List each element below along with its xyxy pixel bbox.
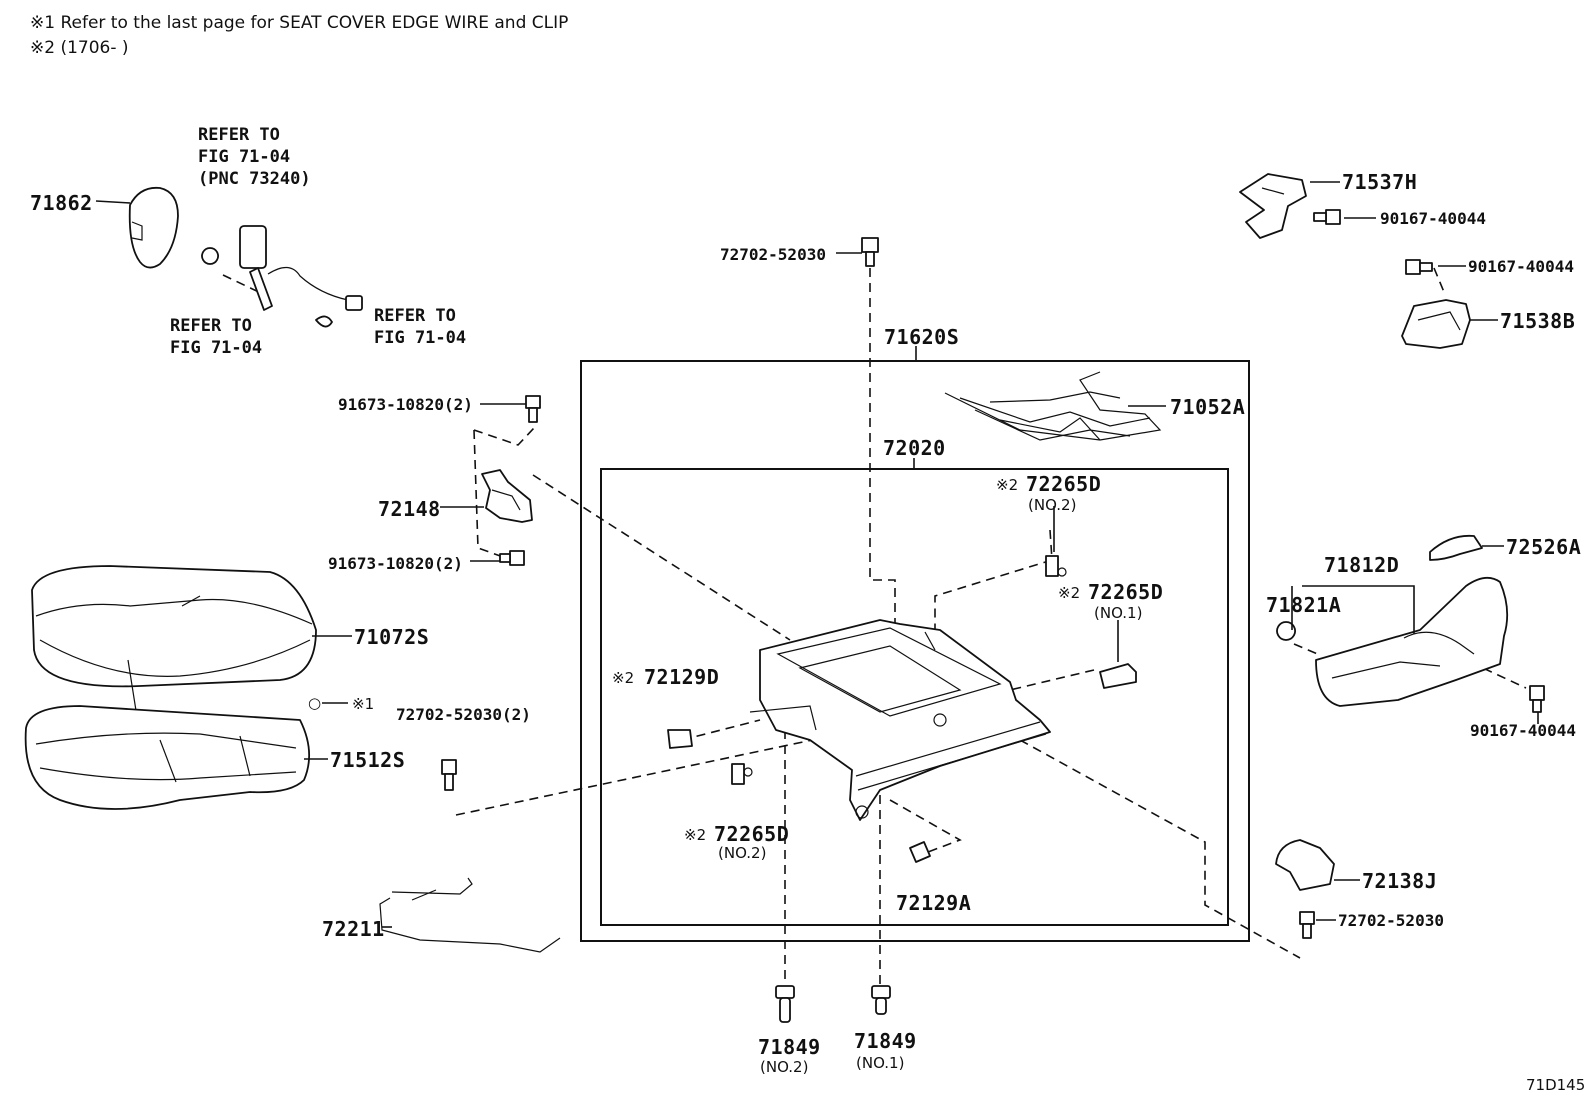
- ref-belt-1: REFER TO: [198, 125, 280, 145]
- marker-2-72129D: ※2: [612, 669, 634, 687]
- leader-lines: [95, 181, 1539, 928]
- label-72265D-no2-bottom: 72265D: [714, 822, 789, 846]
- label-90167-c: 90167-40044: [1470, 721, 1576, 740]
- knob-72526A[interactable]: [1429, 534, 1483, 561]
- label-72265D-no1-sub: (NO.1): [1094, 604, 1142, 622]
- note-production-date: ※2 (1706- ): [30, 38, 129, 58]
- label-72265D-no2-top-sub: (NO.2): [1028, 496, 1076, 514]
- label-71072S: 71072S: [354, 625, 429, 649]
- seat-spring-71052A[interactable]: [944, 371, 1162, 441]
- label-71862: 71862: [30, 191, 93, 215]
- headrest-cover-71862[interactable]: [128, 186, 179, 269]
- screw-90167-c[interactable]: [1529, 685, 1545, 713]
- label-71849-no1: 71849: [854, 1029, 917, 1053]
- pin-71849-no2[interactable]: [775, 985, 795, 1023]
- label-91673-bottom: 91673-10820(2): [328, 554, 463, 573]
- ref-bolt-2: FIG 71-04: [170, 338, 262, 358]
- marker-2-72265D-no1: ※2: [1058, 584, 1080, 602]
- pin-71849-no1[interactable]: [871, 985, 891, 1015]
- label-71538B: 71538B: [1500, 309, 1575, 333]
- label-71812D: 71812D: [1324, 553, 1399, 577]
- seat-belt-buckle[interactable]: [201, 225, 363, 328]
- bolt-72702-52030-left[interactable]: [441, 759, 457, 791]
- label-72211: 72211: [322, 917, 385, 941]
- label-90167-a: 90167-40044: [1380, 209, 1486, 228]
- diagram-id: 71D145: [1526, 1076, 1585, 1094]
- label-71052A: 71052A: [1170, 395, 1245, 419]
- label-72702-52030-2: 72702-52030(2): [396, 705, 531, 724]
- seat-frame-72020[interactable]: [749, 619, 1051, 821]
- label-71849-no1-sub: (NO.1): [856, 1054, 904, 1072]
- label-edge-wire-note: ※1: [352, 695, 374, 713]
- ref-conn-2: FIG 71-04: [374, 328, 466, 348]
- clip-72265D-no2-top[interactable]: [1045, 555, 1067, 577]
- marker-2-72265D-bottom: ※2: [684, 826, 706, 844]
- assembly-box-71620S: [580, 360, 1250, 942]
- label-72265D-no2-top: 72265D: [1026, 472, 1101, 496]
- label-72138J: 72138J: [1362, 869, 1437, 893]
- label-72148: 72148: [378, 497, 441, 521]
- ref-conn-1: REFER TO: [374, 306, 456, 326]
- label-71821A: 71821A: [1266, 593, 1341, 617]
- bolt-72702-52030-right[interactable]: [1299, 911, 1315, 939]
- seat-cover-71512S[interactable]: [24, 705, 311, 810]
- label-91673-top: 91673-10820(2): [338, 395, 473, 414]
- cover-71537H[interactable]: [1239, 173, 1307, 239]
- marker-2-72265D-top: ※2: [996, 476, 1018, 494]
- clip-72265D-no1[interactable]: [1099, 663, 1137, 689]
- ref-bolt-1: REFER TO: [170, 316, 252, 336]
- wire-72211[interactable]: [379, 877, 561, 953]
- label-71620S: 71620S: [884, 325, 959, 349]
- bolt-72702-52030-top[interactable]: [861, 237, 879, 267]
- clip-72265D-no2-bottom[interactable]: [731, 763, 753, 785]
- edge-wire-circle-icon: ○: [308, 694, 321, 712]
- bolt-91673-bottom[interactable]: [499, 550, 525, 566]
- label-71849-no2: 71849: [758, 1035, 821, 1059]
- label-72129A: 72129A: [896, 891, 971, 915]
- label-72265D-no2-bottom-sub: (NO.2): [718, 844, 766, 862]
- label-72702-52030-top: 72702-52030: [720, 245, 826, 264]
- ref-belt-2: FIG 71-04: [198, 147, 290, 167]
- clip-72129A[interactable]: [909, 841, 931, 863]
- side-shield-71812D[interactable]: [1315, 576, 1509, 707]
- clip-71821A[interactable]: [1276, 621, 1296, 641]
- clip-72129D[interactable]: [667, 729, 693, 749]
- label-90167-b: 90167-40044: [1468, 257, 1574, 276]
- seat-cushion-71072S[interactable]: [31, 565, 317, 737]
- label-72129D: 72129D: [644, 665, 719, 689]
- ref-belt-3: (PNC 73240): [198, 169, 311, 189]
- screw-90167-b[interactable]: [1405, 259, 1433, 275]
- label-71512S: 71512S: [330, 748, 405, 772]
- note-edge-wire: ※1 Refer to the last page for SEAT COVER…: [30, 13, 568, 33]
- bracket-72148[interactable]: [481, 469, 533, 523]
- label-72265D-no1: 72265D: [1088, 580, 1163, 604]
- assembly-lines: [222, 267, 1527, 985]
- screw-90167-a[interactable]: [1313, 209, 1341, 225]
- label-71537H: 71537H: [1342, 170, 1417, 194]
- label-72702-52030-right: 72702-52030: [1338, 911, 1444, 930]
- label-72020: 72020: [883, 436, 946, 460]
- label-72526A: 72526A: [1506, 535, 1581, 559]
- cover-71538B[interactable]: [1401, 299, 1471, 349]
- bolt-91673-top[interactable]: [525, 395, 541, 423]
- cover-72138J[interactable]: [1275, 839, 1335, 891]
- label-71849-no2-sub: (NO.2): [760, 1058, 808, 1076]
